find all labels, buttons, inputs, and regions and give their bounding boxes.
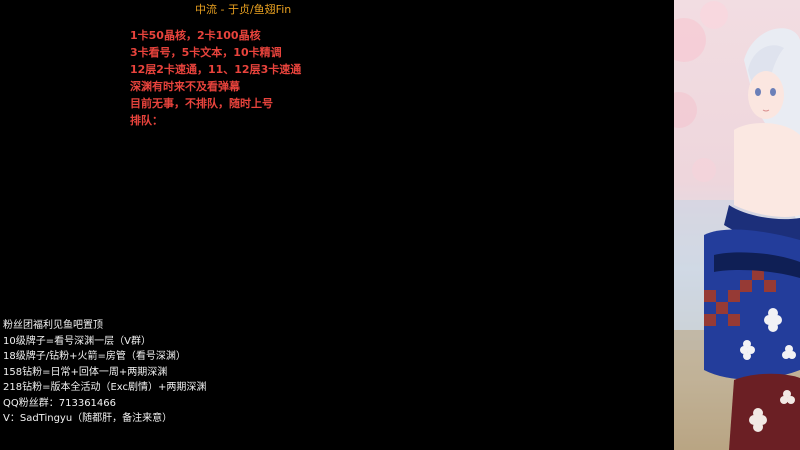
notice-line: 12层2卡速通，11、12层3卡速通 — [130, 63, 302, 76]
notice-panel: 1卡50晶核，2卡100晶核 3卡看号，5卡文本，10卡精调 12层2卡速通，1… — [130, 27, 390, 129]
fan-info-panel: 粉丝团福利见鱼吧置顶 10级牌子=看号深渊一层（V群） 18级牌子/钻粉+火箭=… — [3, 318, 303, 427]
notice-line: 深渊有时来不及看弹幕 — [130, 80, 240, 93]
fan-info-line: V：SadTingyu（随都肝，备注来意） — [3, 413, 173, 424]
fan-info-line: QQ粉丝群：713361466 — [3, 397, 117, 409]
notice-line: 1卡50晶核，2卡100晶核 — [130, 29, 261, 42]
anime-character-illustration — [674, 0, 800, 450]
fan-info-line: 18级牌子/钻粉+火箭=房管（看号深渊） — [3, 351, 186, 362]
fan-info-line: 粉丝团福利见鱼吧置顶 — [3, 320, 103, 331]
notice-line: 目前无事，不排队，随时上号 — [130, 97, 273, 110]
illustration-art — [674, 1, 800, 450]
fan-info-line: 158钻粉=日常+回体一周+两期深渊 — [3, 366, 168, 378]
notice-line: 3卡看号，5卡文本，10卡精调 — [130, 46, 282, 59]
notice-line: 排队： — [130, 114, 163, 127]
fan-info-line: 10级牌子=看号深渊一层（V群） — [3, 335, 151, 347]
stream-title: 中流 - 于贞/鱼翅Fin — [195, 3, 292, 16]
fan-info-line: 218钻粉=版本全活动（Exc剧情）+两期深渊 — [3, 382, 207, 393]
